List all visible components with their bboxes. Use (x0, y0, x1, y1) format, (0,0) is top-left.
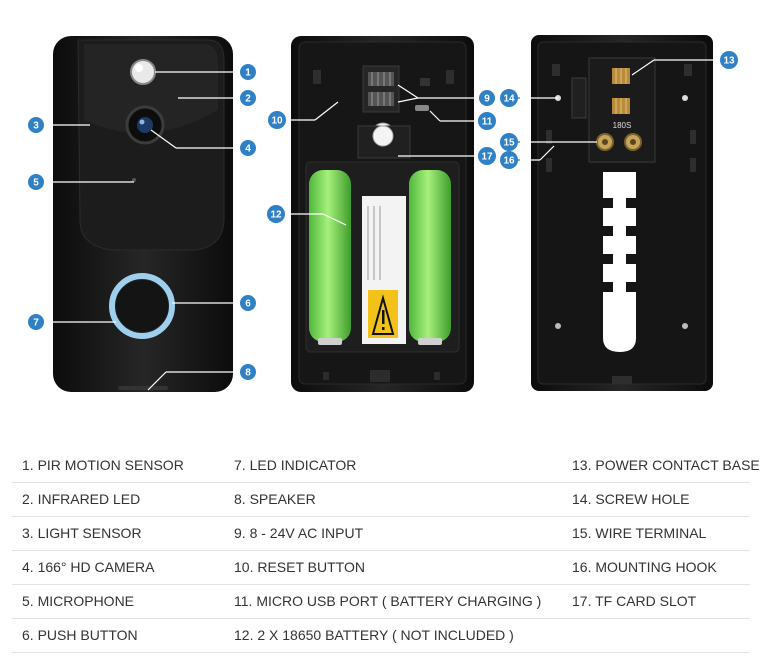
svg-text:8: 8 (245, 368, 251, 379)
svg-text:4: 4 (245, 144, 251, 155)
svg-text:1: 1 (245, 68, 251, 79)
mounting-slot (603, 172, 636, 352)
ac-input-terminal (362, 65, 400, 113)
doorbell-diagram: 180S (28, 35, 738, 392)
speaker (118, 386, 168, 390)
legend-item: 6. PUSH BUTTON (22, 627, 138, 643)
battery-left (309, 170, 351, 345)
svg-text:15: 15 (503, 138, 515, 149)
svg-text:17: 17 (481, 152, 493, 163)
svg-text:7: 7 (33, 318, 39, 329)
mounting-hook (571, 77, 587, 119)
callout-17: 17 (478, 147, 496, 165)
legend-item: 12. 2 X 18650 BATTERY ( NOT INCLUDED ) (234, 627, 514, 643)
callout-14: 14 (500, 89, 518, 107)
legend-item: 2. INFRARED LED (22, 491, 141, 507)
battery-warning-label (362, 196, 406, 344)
legend-item: 7. LED INDICATOR (234, 457, 357, 473)
callout-6: 6 (240, 295, 256, 311)
legend-item: 14. SCREW HOLE (572, 491, 690, 507)
callout-12: 12 (267, 205, 285, 223)
svg-text:5: 5 (33, 178, 39, 189)
legend-item: 16. MOUNTING HOOK (572, 559, 717, 575)
svg-text:10: 10 (271, 116, 283, 127)
svg-text:16: 16 (503, 156, 515, 167)
legend-row: 1. PIR MOTION SENSOR 7. LED INDICATOR 13… (12, 448, 760, 483)
doorbell-front-view (53, 36, 233, 392)
micro-usb-port (415, 105, 429, 111)
legend-row: 5. MICROPHONE 11. MICRO USB PORT ( BATTE… (12, 584, 750, 619)
svg-text:11: 11 (482, 117, 493, 128)
legend-item: 3. LIGHT SENSOR (22, 525, 142, 541)
legend-item: 11. MICRO USB PORT ( BATTERY CHARGING ) (234, 593, 542, 609)
legend-row: 3. LIGHT SENSOR 9. 8 - 24V AC INPUT 15. … (12, 516, 750, 551)
mounting-bracket-view: 180S (531, 35, 713, 391)
legend-item: 17. TF CARD SLOT (572, 593, 697, 609)
callout-3: 3 (28, 117, 44, 133)
legend-row: 2. INFRARED LED 8. SPEAKER 14. SCREW HOL… (12, 482, 750, 517)
microphone (132, 178, 136, 182)
callout-15: 15 (500, 133, 518, 151)
callout-4: 4 (240, 140, 256, 156)
svg-text:14: 14 (503, 94, 515, 105)
legend-item: 5. MICROPHONE (22, 593, 135, 609)
legend-item: 13. POWER CONTACT BASE (572, 457, 760, 473)
legend-item: 15. WIRE TERMINAL (572, 525, 707, 541)
legend-item: 4. 166° HD CAMERA (22, 559, 155, 575)
legend-item: 10. RESET BUTTON (234, 559, 365, 575)
svg-text:6: 6 (245, 299, 251, 310)
svg-text:12: 12 (270, 210, 282, 221)
svg-text:2: 2 (245, 94, 251, 105)
callout-1: 1 (240, 64, 256, 80)
legend-item: 8. SPEAKER (234, 491, 316, 507)
doorbell-open-view (291, 36, 474, 392)
callout-11: 11 (478, 112, 496, 130)
legend-row: 4. 166° HD CAMERA 10. RESET BUTTON 16. M… (12, 550, 750, 585)
callout-5: 5 (28, 174, 44, 190)
svg-text:13: 13 (723, 56, 735, 67)
legend-item: 9. 8 - 24V AC INPUT (234, 525, 364, 541)
screw-hole-right (682, 95, 688, 101)
svg-text:9: 9 (484, 94, 490, 105)
callout-13: 13 (720, 51, 738, 69)
callout-7: 7 (28, 314, 44, 330)
plate-marking: 180S (613, 121, 632, 130)
legend-row: 6. PUSH BUTTON 12. 2 X 18650 BATTERY ( N… (12, 618, 750, 653)
callout-10: 10 (268, 111, 286, 129)
callout-8: 8 (240, 364, 256, 380)
pir-motion-sensor (130, 59, 156, 85)
push-button (109, 273, 175, 339)
callout-16: 16 (500, 151, 518, 169)
leader-lines (44, 59, 722, 391)
battery-right (409, 170, 451, 345)
svg-text:3: 3 (33, 121, 39, 132)
legend-item: 1. PIR MOTION SENSOR (22, 457, 184, 473)
callout-2: 2 (240, 90, 256, 106)
callout-9: 9 (479, 90, 495, 106)
